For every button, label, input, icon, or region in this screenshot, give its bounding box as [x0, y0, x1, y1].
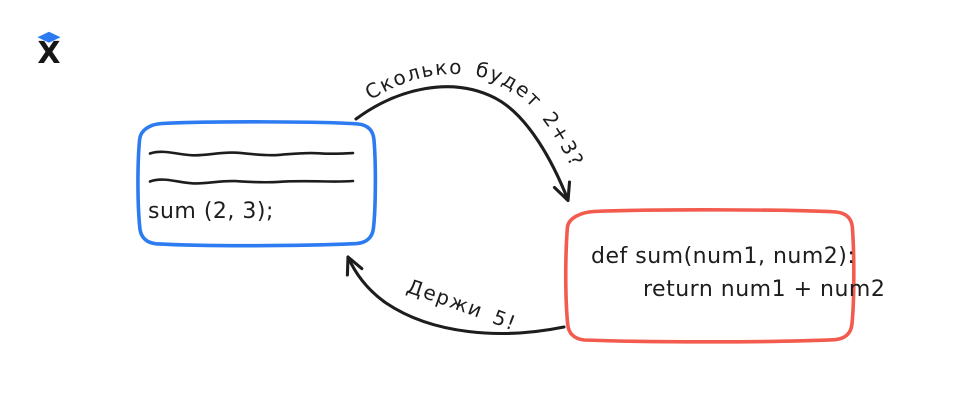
response-arrow-curve — [346, 255, 566, 335]
logo-cap-icon — [37, 31, 61, 43]
request-label-text: Сколько будет 2+3? — [361, 55, 588, 171]
request-arrow: Сколько будет 2+3? — [354, 55, 589, 203]
response-label-text: Держи 5! — [404, 274, 519, 336]
caller-code-text: sum (2, 3); — [148, 199, 274, 224]
function-card-border — [563, 208, 856, 344]
response-arrowhead-icon — [345, 255, 364, 277]
response-arrow: Держи 5! — [345, 255, 566, 336]
code-squiggle-line-1 — [148, 150, 355, 157]
caller-card: sum (2, 3); — [136, 120, 378, 248]
code-squiggle-line-2 — [148, 178, 355, 185]
function-return-line: return num1 + num2 — [643, 277, 885, 302]
function-def-line: def sum(num1, num2): — [591, 244, 855, 269]
hexlet-logo: X — [37, 31, 61, 71]
function-card: def sum(num1, num2): return num1 + num2 — [563, 208, 885, 344]
request-arrow-curve — [354, 85, 570, 202]
request-arrowhead-icon — [552, 180, 572, 203]
response-label: Держи 5! — [404, 274, 520, 336]
logo-letter: X — [37, 36, 60, 71]
request-label: Сколько будет 2+3? — [361, 55, 589, 171]
caller-card-border — [136, 120, 378, 248]
